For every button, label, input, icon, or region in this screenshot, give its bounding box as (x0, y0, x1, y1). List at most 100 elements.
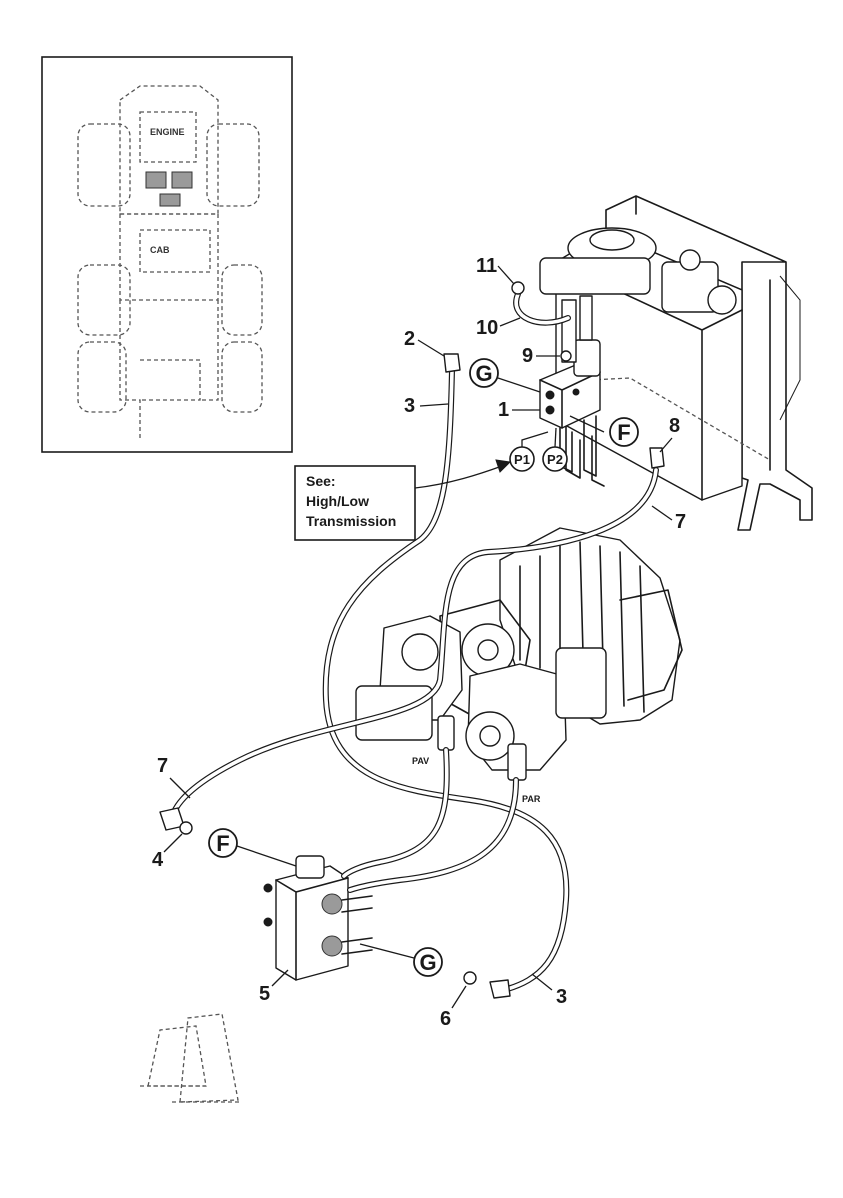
tank-gauge (707, 285, 737, 315)
port-label-par: PAR (522, 794, 541, 804)
inset-wheel-front-left (77, 123, 131, 207)
see-note-arrowhead (495, 459, 512, 473)
valve-port-1 (545, 390, 555, 400)
callout-3-bottom: 3 (556, 986, 567, 1008)
inset-hood (119, 85, 219, 215)
hydraulic-tank-assembly (539, 195, 813, 531)
valve-bracket (559, 415, 597, 477)
inset-valve-highlight-right (171, 171, 193, 189)
manifold-top-edge (275, 877, 349, 981)
bracket-left (147, 1025, 207, 1087)
valve-block-face (539, 371, 601, 429)
manifold-bolt-1 (263, 883, 273, 893)
port-label-pav: PAV (412, 756, 429, 766)
marker-f-top: F (569, 415, 639, 447)
fitting-item-9 (560, 350, 572, 362)
see-note-line3: Transmission (306, 513, 396, 529)
inset-wheel-rear-left (77, 341, 127, 413)
valve-cartridge (561, 299, 577, 363)
callout-3-top: 3 (404, 395, 415, 417)
callout-7-left: 7 (157, 755, 168, 777)
marker-f-bottom-label: F (216, 831, 229, 856)
mounting-brackets (140, 1013, 240, 1103)
inset-engine-label: ENGINE (150, 127, 185, 137)
pump-pav-pulley (401, 633, 439, 671)
tank-hidden-edge (589, 377, 771, 461)
manifold-bolt-2 (263, 917, 273, 927)
inset-engine-block (139, 111, 197, 163)
inset-wheel-mid-left (77, 264, 131, 336)
inset-rear-frame (119, 300, 219, 440)
valve-solenoid (573, 339, 601, 377)
manifold-body (275, 865, 349, 981)
valve-block (539, 295, 601, 477)
callout-10: 10 (476, 317, 498, 339)
callout-6: 6 (440, 1008, 451, 1030)
callout-4: 4 (152, 849, 164, 871)
inset-cab-inner (139, 229, 211, 273)
see-note-line2: High/Low (306, 493, 369, 509)
inset-cab (119, 213, 219, 301)
transmission-ribs (519, 541, 645, 713)
callout-11: 11 (476, 255, 497, 277)
fitting-item-11 (511, 281, 525, 295)
valve-port-2 (545, 405, 555, 415)
fitting-item-2 (443, 353, 461, 373)
tank-mount-foot (565, 419, 605, 487)
manifold-block (263, 855, 373, 981)
callout-1: 1 (498, 399, 509, 421)
manifold-port-upper (321, 893, 343, 915)
manifold-fitting-lower (341, 937, 373, 955)
see-note: See: High/Low Transmission (294, 459, 512, 541)
marker-g-top: G (469, 358, 541, 393)
manifold-cap (295, 855, 325, 879)
pump-pav-port (437, 715, 455, 751)
marker-g-top-label: G (475, 361, 492, 386)
marker-p1-label: P1 (514, 452, 530, 467)
marker-g-bottom-label: G (419, 950, 436, 975)
callout-2: 2 (404, 328, 415, 350)
pump-par-side-unit (555, 647, 607, 719)
tank-filter-head (539, 257, 651, 295)
valve-port-3 (572, 388, 580, 396)
inset-wheel-front-right (206, 123, 260, 207)
inset-valve-highlight-left (145, 171, 167, 189)
transmission-right-cover (619, 589, 683, 701)
inset-frame (41, 56, 293, 453)
callout-7-right: 7 (675, 511, 686, 533)
marker-p1: P1 (509, 431, 549, 472)
fitting-item-4-nut (179, 821, 193, 835)
bracket-base (140, 1085, 240, 1103)
pump-par (465, 647, 607, 781)
manifold-fitting-upper (341, 895, 373, 913)
marker-p2: P2 (542, 427, 568, 472)
callout-9: 9 (522, 345, 533, 367)
see-note-box (294, 465, 416, 541)
fitting-item-6 (489, 979, 511, 999)
location-inset: ENGINE CAB (41, 56, 293, 453)
inset-wheel-rear-right (221, 341, 263, 413)
marker-g-bottom: G (359, 943, 443, 977)
pump-par-hub (479, 725, 501, 747)
marker-p2-label: P2 (547, 452, 563, 467)
valve-cartridge-2 (579, 295, 593, 341)
marker-f-top-label: F (617, 420, 630, 445)
bracket-right (179, 1013, 239, 1103)
fitting-item-6-nut (463, 971, 477, 985)
callout-8: 8 (669, 415, 680, 437)
inset-valve-highlight-lower (159, 193, 181, 207)
tank-filler-top (589, 229, 635, 251)
see-note-line1: See: (306, 473, 336, 489)
see-note-arrow (414, 465, 503, 489)
fitting-item-8 (649, 447, 665, 469)
tank-breather-knob (679, 249, 701, 271)
pump-par-port (507, 743, 527, 781)
callout-5: 5 (259, 983, 270, 1005)
transmission-shaft-center (477, 639, 499, 661)
inset-cab-label: CAB (150, 245, 170, 255)
inset-wheel-mid-right (221, 264, 263, 336)
tank-frame-brace (779, 275, 801, 421)
marker-f-bottom: F (208, 828, 297, 867)
manifold-port-lower (321, 935, 343, 957)
